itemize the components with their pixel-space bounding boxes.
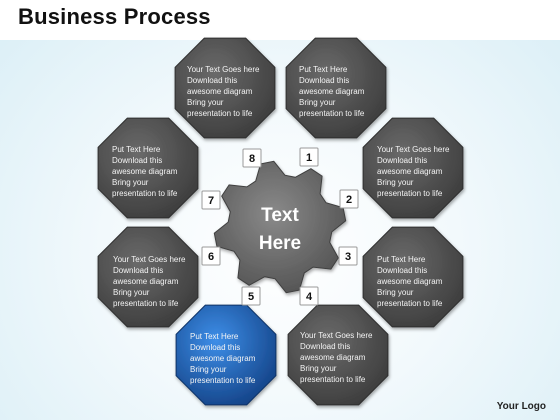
step-number-badge: 2: [339, 189, 359, 209]
step-octagon: [362, 226, 464, 328]
step-text-line: awesome diagram: [299, 87, 365, 96]
step-text-line: awesome diagram: [112, 167, 178, 176]
step-text-line: presentation to life: [112, 189, 178, 198]
step-number-badge: 3: [338, 246, 358, 266]
step-octagon: [174, 37, 276, 139]
center-hub: [213, 160, 347, 294]
step-text-line: Your Text Goes here: [113, 255, 186, 264]
step-text-line: awesome diagram: [190, 354, 256, 363]
step-text-line: Bring your: [300, 364, 337, 373]
step-text-line: Bring your: [187, 98, 224, 107]
step-text-line: Your Text Goes here: [300, 331, 373, 340]
step-text-line: Put Text Here: [299, 65, 348, 74]
step-text-line: Bring your: [190, 365, 227, 374]
step-number: 5: [248, 291, 254, 303]
step-text-line: awesome diagram: [377, 167, 443, 176]
step-number: 1: [306, 152, 312, 164]
step-text-line: Download this: [300, 342, 350, 351]
step-text-line: presentation to life: [300, 375, 366, 384]
step-text-line: Download this: [112, 156, 162, 165]
step-text-line: awesome diagram: [377, 277, 443, 286]
step-text-line: Bring your: [377, 178, 414, 187]
title-bar: [0, 0, 560, 40]
step-text-line: Bring your: [299, 98, 336, 107]
step-text-line: Your Text Goes here: [187, 65, 260, 74]
step-text-line: Bring your: [377, 288, 414, 297]
step-number-badge: 7: [201, 190, 221, 210]
step-text-line: Download this: [377, 156, 427, 165]
step-number: 8: [249, 153, 255, 165]
step-number: 3: [345, 251, 351, 263]
step-number-badge: 4: [299, 286, 319, 306]
step-text-line: presentation to life: [190, 376, 256, 385]
step-text-line: awesome diagram: [187, 87, 253, 96]
step-octagon: [97, 117, 199, 219]
step-number-badge: 5: [241, 286, 261, 306]
step-number: 4: [306, 291, 313, 303]
step-text-line: Put Text Here: [190, 332, 239, 341]
step-text-line: presentation to life: [377, 189, 443, 198]
page-title: Business Process: [18, 4, 211, 29]
footer-logo: Your Logo: [496, 401, 546, 412]
step-octagon: [362, 117, 464, 219]
step-text-line: presentation to life: [113, 299, 179, 308]
step-text-line: Bring your: [113, 288, 150, 297]
step-number: 6: [208, 251, 214, 263]
step-text-line: Your Text Goes here: [377, 145, 450, 154]
step-octagon: [287, 304, 389, 406]
step-number-badge: 1: [299, 147, 319, 167]
step-text-line: Download this: [113, 266, 163, 275]
step-text-line: presentation to life: [299, 109, 365, 118]
step-text-line: Put Text Here: [377, 255, 426, 264]
step-text-line: Download this: [190, 343, 240, 352]
step-number-badge: 8: [242, 148, 262, 168]
step-text-line: awesome diagram: [113, 277, 179, 286]
step-text-line: presentation to life: [187, 109, 253, 118]
step-octagon: [285, 37, 387, 139]
step-number-badge: 6: [201, 246, 221, 266]
step-text-line: presentation to life: [377, 299, 443, 308]
step-number: 7: [208, 195, 214, 207]
center-text: Text: [261, 205, 299, 226]
step-text-line: Download this: [377, 266, 427, 275]
step-text-line: Download this: [187, 76, 237, 85]
step-text-line: awesome diagram: [300, 353, 366, 362]
step-text-line: Download this: [299, 76, 349, 85]
step-number: 2: [346, 194, 352, 206]
step-octagon: [97, 226, 199, 328]
step-text-line: Bring your: [112, 178, 149, 187]
step-text-line: Put Text Here: [112, 145, 161, 154]
highlighted-octagon: [175, 304, 277, 406]
center-text: Here: [259, 233, 301, 254]
